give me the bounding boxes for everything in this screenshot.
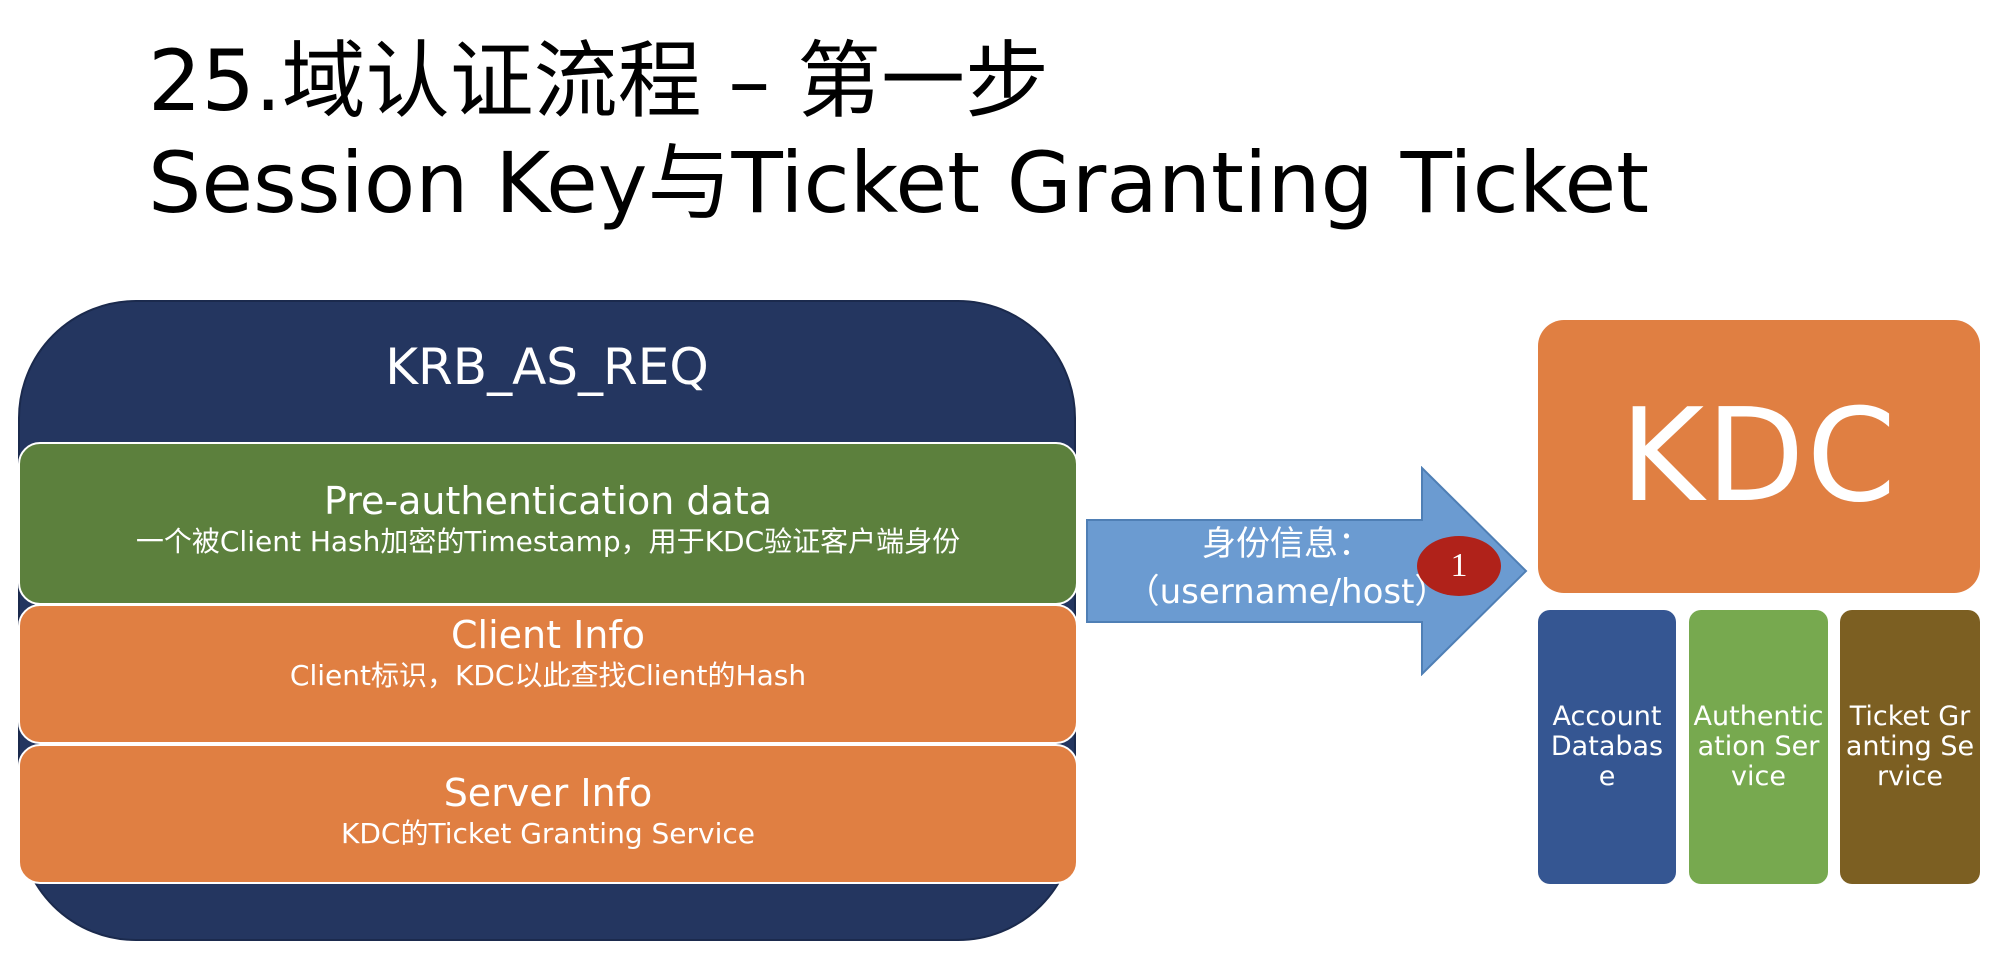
message-title: KRB_AS_REQ: [385, 338, 709, 396]
step-number-badge: 1: [1417, 536, 1501, 596]
ticket-granting-service-box: Ticket Granting Service: [1840, 610, 1980, 884]
kdc-box: KDC: [1538, 320, 1980, 593]
identity-info-line-2: （username/host）: [1125, 572, 1449, 612]
client-info-title: Client Info: [450, 613, 645, 657]
request-arrow: [1086, 466, 1528, 676]
preauth-data-block: Pre-authentication data 一个被Client Hash加密…: [18, 442, 1078, 605]
client-info-block: Client Info Client标识，KDC以此查找Client的Hash: [18, 604, 1078, 744]
identity-info-line-1: 身份信息：: [1202, 524, 1372, 564]
server-info-desc: KDC的Ticket Granting Service: [341, 817, 755, 850]
server-info-title: Server Info: [443, 771, 653, 815]
preauth-data-title: Pre-authentication data: [323, 479, 773, 523]
slide-title: 25.域认证流程 – 第一步 Session Key与Ticket Granti…: [148, 30, 1948, 234]
slide-title-line-2: Session Key与Ticket Granting Ticket: [148, 134, 1650, 232]
account-database-box: Account Databas e: [1538, 610, 1676, 884]
krb-as-req-message: KRB_AS_REQ Pre-authentication data 一个被Cl…: [18, 300, 1078, 941]
authentication-service-box: Authentic ation Service: [1689, 610, 1828, 884]
client-info-desc: Client标识，KDC以此查找Client的Hash: [289, 659, 807, 692]
server-info-block: Server Info KDC的Ticket Granting Service: [18, 744, 1078, 884]
preauth-data-desc: 一个被Client Hash加密的Timestamp，用于KDC验证客户端身份: [135, 525, 961, 558]
slide-title-line-1: 25.域认证流程 – 第一步: [148, 32, 1049, 130]
request-arrow-shape: [1086, 466, 1528, 676]
identity-info-label: 身份信息： （username/host）: [1092, 520, 1482, 616]
